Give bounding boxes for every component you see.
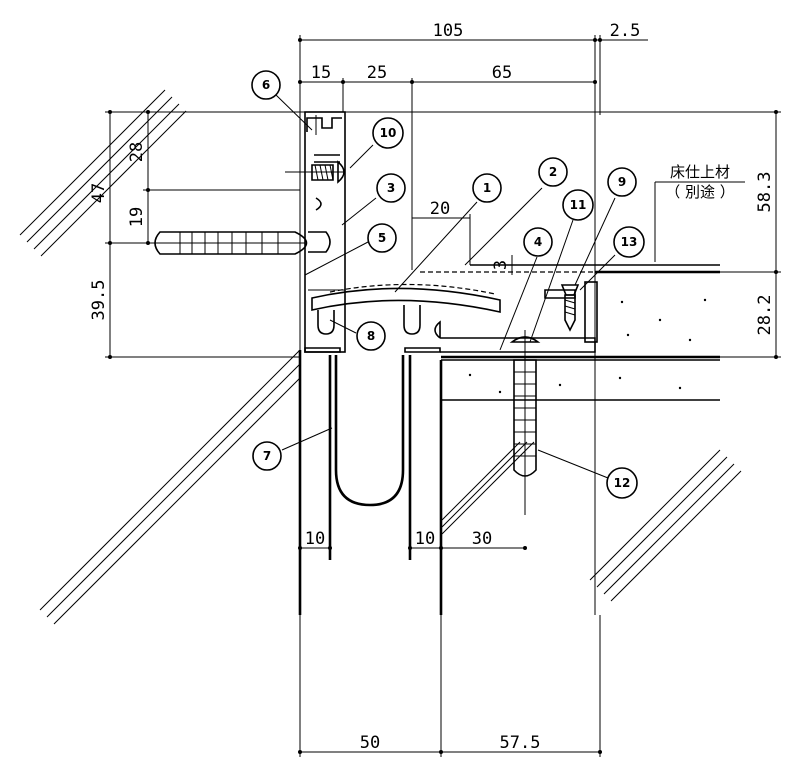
wall-hatch-lower-right [589, 449, 742, 602]
wall-hatch-lower-left [39, 349, 301, 625]
callout-12: 12 [606, 467, 638, 499]
callout-7: 7 [252, 441, 282, 471]
dimension-text: 105 2.5 15 25 65 47 28 19 39.5 58.3 28.2… [89, 21, 775, 753]
callout-2: 2 [538, 157, 568, 187]
callout-11: 11 [562, 189, 594, 221]
callout-5: 5 [367, 223, 397, 253]
floor-note-line1: 床仕上材 [670, 163, 730, 181]
dim-10-right: 10 [415, 529, 435, 549]
callout-4: 4 [523, 227, 553, 257]
bellows-gasket [304, 347, 441, 560]
dim-25: 25 [367, 63, 387, 83]
svg-text:13: 13 [621, 235, 638, 249]
dim-28: 28 [127, 142, 147, 162]
callout-6: 6 [251, 70, 281, 100]
svg-text:3: 3 [387, 181, 395, 195]
clip-right [403, 305, 421, 335]
svg-text:6: 6 [262, 78, 270, 92]
dim-20: 20 [430, 199, 450, 219]
dim-47: 47 [89, 183, 109, 203]
dim-58-3: 58.3 [755, 172, 775, 213]
svg-text:1: 1 [483, 181, 491, 195]
dim-19: 19 [127, 207, 147, 227]
floor-note-line2: （ 別途 ） [665, 183, 735, 201]
screw-10 [285, 160, 345, 184]
wall-hatch-center [441, 441, 535, 535]
svg-text:8: 8 [367, 329, 375, 343]
dim-3: 3 [491, 260, 511, 270]
dim-28-2: 28.2 [755, 295, 775, 336]
callout-10: 10 [372, 117, 404, 149]
frame-profile [304, 111, 346, 353]
svg-text:4: 4 [534, 235, 542, 249]
svg-text:12: 12 [614, 476, 631, 490]
dim-50: 50 [360, 733, 380, 753]
svg-text:9: 9 [618, 175, 626, 189]
clip-left [317, 310, 335, 335]
svg-text:5: 5 [378, 231, 386, 245]
svg-text:2: 2 [549, 165, 557, 179]
dim-15: 15 [311, 63, 331, 83]
floor-slab [441, 270, 720, 394]
callout-8: 8 [356, 321, 386, 351]
callout-3: 3 [376, 173, 406, 203]
dimension-lines [105, 35, 781, 757]
dim-105: 105 [433, 21, 464, 41]
callout-leaders [275, 94, 616, 479]
dim-30: 30 [472, 529, 492, 549]
cover-plate [311, 283, 501, 313]
dim-57-5: 57.5 [500, 733, 541, 753]
anchor-12 [509, 330, 541, 515]
center-wall [439, 359, 720, 615]
svg-text:10: 10 [380, 126, 397, 140]
callout-9: 9 [607, 167, 637, 197]
svg-text:7: 7 [263, 449, 271, 463]
wall-hatch-upper-left [19, 89, 187, 257]
dim-39-5: 39.5 [89, 280, 109, 321]
callout-1: 1 [472, 173, 502, 203]
svg-text:11: 11 [570, 198, 587, 212]
dim-2-5: 2.5 [610, 21, 641, 41]
callout-13: 13 [613, 226, 645, 258]
dim-65: 65 [492, 63, 512, 83]
screw-13 [560, 284, 580, 332]
dim-10-left: 10 [305, 529, 325, 549]
